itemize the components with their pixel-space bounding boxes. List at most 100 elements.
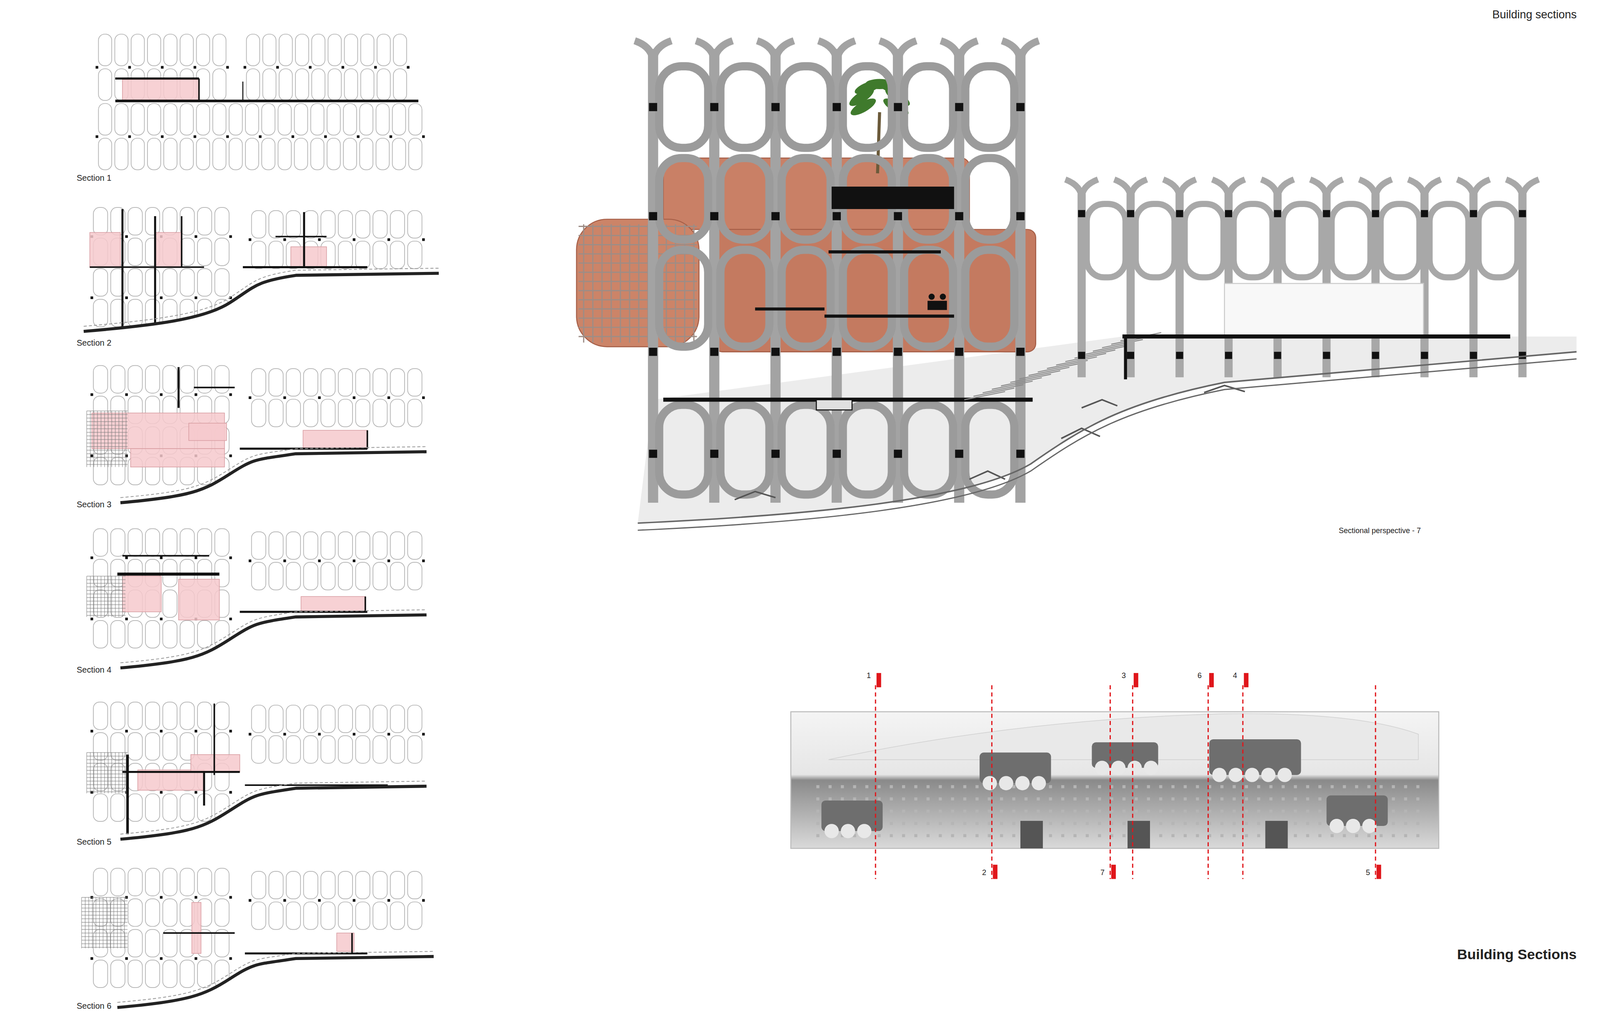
mesh-line	[81, 947, 128, 948]
column-cell	[372, 562, 388, 590]
column-joint	[229, 896, 232, 899]
column-cell	[127, 960, 143, 988]
plan-dot	[1281, 810, 1285, 813]
drawing-caption-holder: Section 1	[76, 173, 112, 183]
plan-dot	[1391, 785, 1395, 789]
screen-line	[578, 317, 698, 319]
column-joint	[283, 238, 286, 241]
column-cell	[338, 368, 353, 397]
section-cut-line	[991, 685, 993, 880]
column-cell	[180, 103, 194, 136]
program-block	[130, 448, 225, 468]
column-joint	[226, 135, 229, 138]
slab-line	[180, 216, 183, 268]
callout-number-holder: 2	[982, 868, 987, 878]
plan-arch	[1111, 760, 1126, 775]
plan-dot	[852, 797, 856, 801]
column-branch	[1359, 179, 1392, 200]
plan-dot	[926, 822, 930, 825]
slab-line	[364, 596, 367, 613]
column-joint	[710, 450, 719, 459]
plan-dot	[987, 810, 991, 813]
section-marker	[1133, 673, 1139, 688]
concrete-arch	[781, 157, 831, 240]
plan-dot	[1318, 810, 1322, 813]
section-cut-line	[1109, 685, 1111, 880]
debris-fragment	[1081, 400, 1118, 409]
plan-dot	[1367, 834, 1371, 838]
column-cell	[147, 34, 161, 66]
plan-dot	[1245, 797, 1248, 801]
column-joint	[90, 791, 93, 794]
section-drawing	[81, 868, 434, 1008]
plan-dot	[1416, 834, 1420, 838]
screen-line	[578, 290, 698, 292]
column-cell	[115, 138, 129, 170]
column-branch	[879, 40, 917, 64]
column-cell	[251, 241, 266, 269]
slab-line	[126, 755, 129, 835]
drawing-caption-holder: Section 5	[76, 837, 112, 848]
column-joint	[324, 135, 327, 138]
mesh-line	[81, 908, 128, 909]
column-branch	[634, 40, 672, 64]
column-cell	[372, 368, 388, 397]
column-cell	[286, 532, 301, 560]
column-cell	[355, 210, 370, 239]
column-joint	[229, 791, 232, 794]
concrete-arch	[904, 250, 954, 348]
column-cell	[162, 732, 178, 761]
column-cell	[286, 735, 301, 764]
column-cell	[215, 238, 230, 266]
column-cell	[408, 138, 423, 170]
program-block	[188, 423, 227, 441]
column-cell	[327, 103, 341, 136]
mesh-line	[120, 897, 122, 949]
plan-dot	[902, 822, 905, 825]
column-cell	[110, 794, 125, 822]
plan-dot	[1232, 810, 1236, 813]
column-cell	[390, 241, 405, 269]
column-cell	[251, 562, 266, 590]
column-joint	[125, 393, 128, 396]
column-joint	[955, 102, 964, 112]
column-cell	[372, 735, 388, 764]
mesh-line	[86, 756, 128, 757]
mesh-line	[107, 752, 109, 794]
callout-number: 7	[1100, 868, 1105, 878]
plan-dot	[1147, 785, 1150, 789]
column-cell	[286, 705, 301, 733]
screen-line	[620, 224, 622, 343]
plan-dot	[877, 834, 881, 838]
column-joint	[893, 212, 903, 221]
column-cell	[93, 960, 108, 988]
column-cell	[372, 399, 388, 428]
plan-arch	[1277, 768, 1292, 783]
column-joint	[1322, 352, 1330, 360]
column-cell	[268, 735, 283, 764]
plan-dot	[1061, 834, 1065, 838]
column-joint	[1127, 210, 1135, 218]
mesh-line	[86, 457, 128, 458]
mesh-line	[97, 411, 98, 468]
column-joint	[406, 65, 410, 69]
column-cell	[145, 794, 160, 822]
section-cut-line	[1375, 685, 1377, 880]
screen-line	[592, 224, 594, 343]
column-cell	[268, 210, 283, 239]
mesh-line	[86, 439, 128, 440]
slab-line	[193, 387, 235, 389]
mesh-line	[81, 904, 128, 905]
screen-line	[578, 335, 698, 338]
plan-dot	[1097, 785, 1101, 789]
column-cell	[407, 902, 422, 930]
terrain-line	[83, 273, 439, 332]
section-marker	[1376, 865, 1382, 880]
column-cell	[145, 899, 160, 927]
ground-line	[637, 359, 1577, 531]
mesh-line	[100, 752, 102, 794]
mesh-line	[86, 763, 128, 764]
column-cell	[295, 34, 309, 66]
column-cell	[355, 368, 370, 397]
plan-dot	[852, 785, 856, 789]
